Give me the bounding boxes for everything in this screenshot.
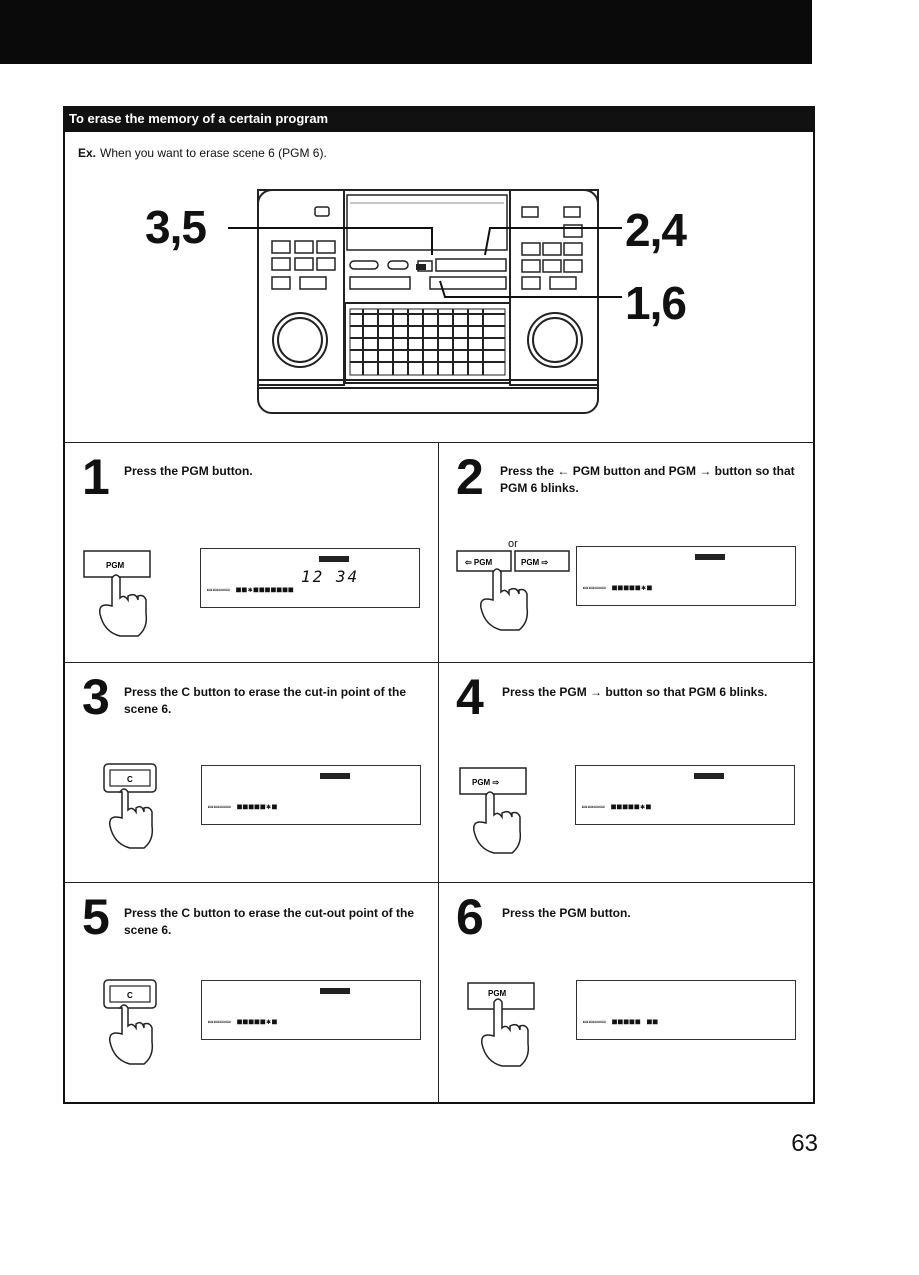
grid-divider bbox=[63, 882, 815, 883]
or-label: or bbox=[508, 538, 518, 550]
button-label: C bbox=[127, 991, 133, 1000]
lcd-scene-row: ▭▭▭▭ ■■■■■✱■ bbox=[582, 802, 652, 811]
lcd-mode-indicator bbox=[319, 556, 349, 562]
pgm-button-illustration: PGM bbox=[83, 550, 151, 637]
lcd-mode-indicator bbox=[694, 773, 724, 779]
grid-divider bbox=[438, 442, 439, 1104]
lcd-display: ▭▭▭▭ ■■■■■✱■ bbox=[575, 765, 795, 825]
page-number: 63 bbox=[791, 1130, 818, 1157]
step-text: Press the ← PGM button and PGM → button … bbox=[500, 464, 795, 495]
lcd-scene-row: ▭▭▭▭ ■■■■■✱■ bbox=[208, 1017, 278, 1026]
step-number: 4 bbox=[456, 669, 484, 725]
lcd-scene-row: ▭▭▭▭ ■■✱■■■■■■■ bbox=[207, 585, 295, 594]
button-label: ⇦ PGM bbox=[464, 558, 492, 567]
pgm-right-button-illustration: PGM ⇨ bbox=[459, 767, 527, 854]
c-button-illustration: C bbox=[103, 979, 157, 1065]
button-label: PGM ⇨ bbox=[472, 778, 499, 787]
lcd-scene-row: ▭▭▭▭ ■■■■■✱■ bbox=[583, 583, 653, 592]
button-label: PGM bbox=[488, 989, 507, 998]
step-text: Press the PGM button. bbox=[124, 464, 253, 478]
pgm-button-illustration: PGM bbox=[467, 982, 535, 1067]
lcd-display: ▭▭▭▭ ■■■■■ ■■ bbox=[576, 980, 796, 1040]
step-number: 3 bbox=[82, 669, 110, 725]
lcd-display: ▭▭▭▭ ■■■■■✱■ bbox=[201, 980, 421, 1040]
c-button-illustration: C bbox=[103, 763, 157, 849]
top-band bbox=[0, 0, 812, 64]
step-number: 5 bbox=[82, 889, 110, 945]
step-number: 1 bbox=[82, 449, 110, 505]
button-label: C bbox=[127, 775, 133, 784]
grid-divider bbox=[63, 442, 815, 443]
button-label: PGM bbox=[106, 561, 125, 570]
step-text: Press the C button to erase the cut-out … bbox=[124, 906, 415, 937]
example-text: When you want to erase scene 6 (PGM 6). bbox=[100, 146, 327, 160]
lcd-display: 12 34 ▭▭▭▭ ■■✱■■■■■■■ bbox=[200, 548, 420, 608]
step-text: Press the PGM → button so that PGM 6 bli… bbox=[502, 685, 768, 699]
lcd-mode-indicator bbox=[695, 554, 725, 560]
step-number: 2 bbox=[456, 449, 484, 505]
step-text: Press the C button to erase the cut-in p… bbox=[124, 685, 407, 716]
grid-divider bbox=[63, 662, 815, 663]
callout-right-bottom: 1,6 bbox=[625, 277, 687, 329]
lcd-display: ▭▭▭▭ ■■■■■✱■ bbox=[201, 765, 421, 825]
lcd-mode-indicator bbox=[320, 773, 350, 779]
pgm-arrow-buttons-illustration: ⇦ PGM PGM ⇨ bbox=[456, 550, 570, 631]
example-prefix: Ex. bbox=[78, 146, 97, 160]
button-label: PGM ⇨ bbox=[521, 558, 548, 567]
callout-right-top: 2,4 bbox=[625, 204, 687, 256]
section-title: To erase the memory of a certain program bbox=[63, 106, 815, 132]
lcd-scene-row: ▭▭▭▭ ■■■■■ ■■ bbox=[583, 1017, 659, 1026]
editor-device-illustration bbox=[228, 189, 622, 414]
example-line: Ex.When you want to erase scene 6 (PGM 6… bbox=[78, 146, 327, 160]
lcd-digits: 12 34 bbox=[301, 567, 360, 586]
lcd-mode-indicator bbox=[320, 988, 350, 994]
lcd-scene-row: ▭▭▭▭ ■■■■■✱■ bbox=[208, 802, 278, 811]
callout-left: 3,5 bbox=[145, 201, 207, 253]
step-text: Press the PGM button. bbox=[502, 906, 631, 920]
step-number: 6 bbox=[456, 889, 484, 945]
lcd-display: ▭▭▭▭ ■■■■■✱■ bbox=[576, 546, 796, 606]
